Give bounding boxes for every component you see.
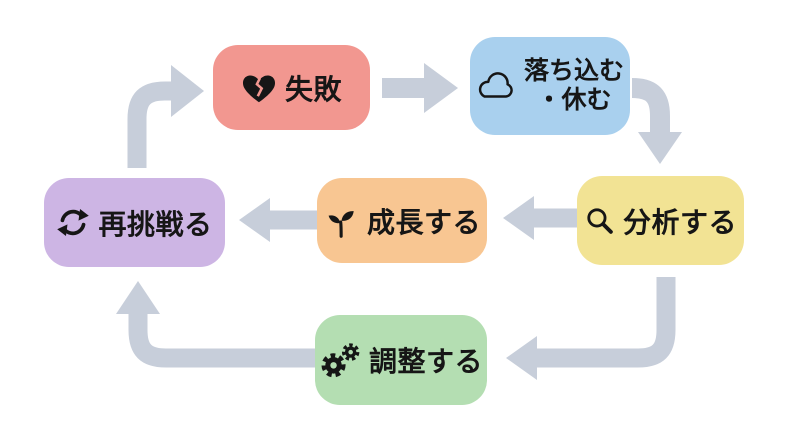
cloud-icon <box>476 71 516 102</box>
arrow-analyze-to-grow <box>503 196 577 240</box>
sprout-icon <box>323 204 359 238</box>
node-label: 落ち込む ・休む <box>523 56 624 115</box>
arrow-adjust-to-retry <box>116 281 315 368</box>
node-adjust: 調整する <box>315 315 487 405</box>
arrow-analyze-to-adjust <box>506 277 676 380</box>
node-label: 成長する <box>366 206 481 238</box>
arrow-rest-to-analyze <box>631 78 682 164</box>
node-rest: 落ち込む ・休む <box>470 37 630 135</box>
node-label: 分析する <box>622 206 737 238</box>
node-failure: 失敗 <box>213 45 370 130</box>
node-retry: 再挑戦る <box>44 178 225 267</box>
arrow-failure-to-rest <box>382 63 458 113</box>
magnifier-icon <box>584 205 615 236</box>
arrow-grow-to-retry <box>239 198 317 242</box>
node-label: 再挑戦る <box>98 208 213 240</box>
node-label: 失敗 <box>284 73 342 105</box>
node-label: 調整する <box>368 346 483 377</box>
node-analyze: 分析する <box>577 176 744 265</box>
node-grow: 成長する <box>317 178 487 263</box>
refresh-icon <box>56 207 90 238</box>
broken-heart-icon <box>241 71 277 104</box>
arrow-retry-to-failure <box>127 65 204 168</box>
gears-icon <box>319 341 361 380</box>
